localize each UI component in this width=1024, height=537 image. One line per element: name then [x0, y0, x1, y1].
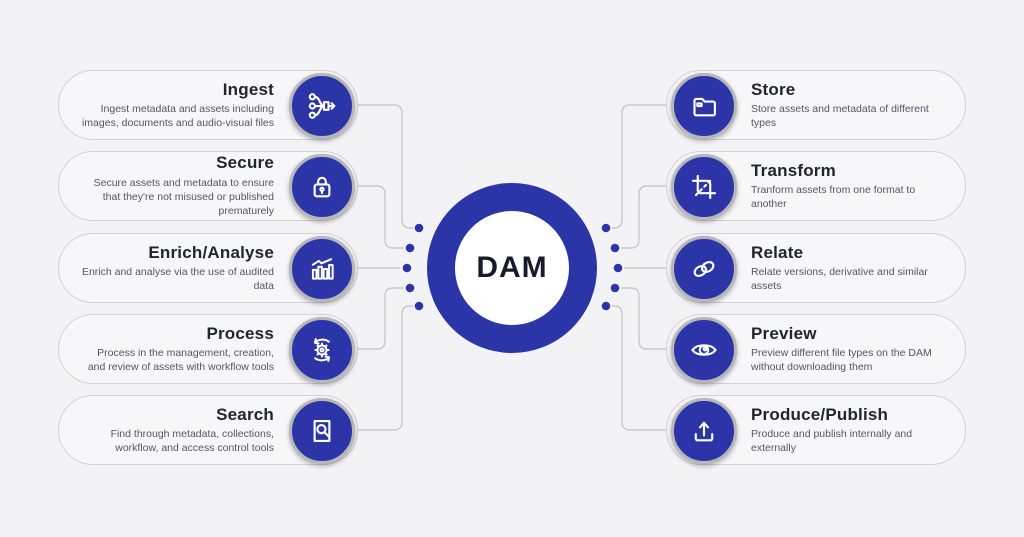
capability-title: Preview	[751, 323, 817, 343]
capability-description: Enrich and analyse via the use of audite…	[81, 266, 274, 293]
capability-description: Relate versions, derivative and similar …	[751, 266, 928, 293]
publish-icon	[671, 398, 737, 464]
capability-description: Secure assets and metadata to ensure tha…	[93, 177, 274, 218]
capability-title: Search	[216, 404, 274, 424]
capability-pill-ingest: Ingest Ingest metadata and assets includ…	[58, 70, 358, 140]
capability-pill-preview: Preview Preview different file types on …	[666, 314, 966, 384]
capability-pill-process: Process Process in the management, creat…	[58, 314, 358, 384]
capability-pill-search: Search Find through metadata, collection…	[58, 395, 358, 465]
capability-title: Produce/Publish	[751, 404, 889, 424]
store-icon	[671, 73, 737, 139]
capability-description: Produce and publish internally and exter…	[751, 428, 913, 455]
search-icon	[289, 398, 355, 464]
capability-title: Ingest	[222, 79, 274, 99]
capability-pill-relate: Relate Relate versions, derivative and s…	[666, 233, 966, 303]
ingest-icon	[289, 73, 355, 139]
capability-description: Ingest metadata and assets including ima…	[81, 103, 274, 130]
secure-icon	[289, 154, 355, 220]
relate-icon	[671, 236, 737, 302]
capability-pill-enrich-analyse: Enrich/Analyse Enrich and analyse via th…	[58, 233, 358, 303]
preview-icon	[671, 317, 737, 383]
capability-title: Transform	[751, 160, 836, 180]
capability-title: Enrich/Analyse	[148, 242, 274, 262]
capability-description: Preview different file types on the DAM …	[751, 347, 932, 374]
capability-description: Process in the management, creation, and…	[87, 347, 274, 374]
dam-center-ring: DAM	[427, 183, 597, 353]
capability-description: Tranform assets from one format to anoth…	[751, 184, 916, 211]
capability-description: Store assets and metadata of different t…	[751, 103, 929, 130]
transform-icon	[671, 154, 737, 220]
capability-title: Store	[751, 79, 796, 99]
capability-title: Process	[206, 323, 274, 343]
capability-pill-produce-publish: Produce/Publish Produce and publish inte…	[666, 395, 966, 465]
capability-title: Secure	[216, 153, 274, 173]
connector-dots	[402, 223, 623, 311]
capability-title: Relate	[751, 242, 804, 262]
dam-label: DAM	[476, 251, 548, 284]
capability-pill-secure: Secure Secure assets and metadata to ens…	[58, 151, 358, 221]
analyse-icon	[289, 236, 355, 302]
process-icon	[289, 317, 355, 383]
capability-pill-store: Store Store assets and metadata of diffe…	[666, 70, 966, 140]
capability-description: Find through metadata, collections, work…	[110, 428, 274, 455]
capability-pill-transform: Transform Tranform assets from one forma…	[666, 151, 966, 221]
